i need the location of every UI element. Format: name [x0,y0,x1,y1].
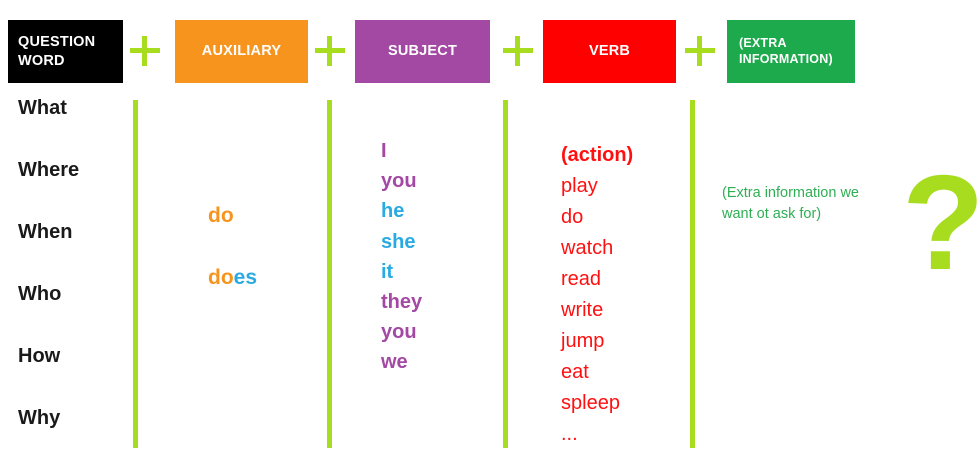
subject-item: they [381,290,423,313]
verb-item: read [561,268,602,290]
question-mark-icon: ? [902,147,980,298]
category-box-auxiliary: AUXILIARY [175,20,308,83]
category-box-subject: SUBJECT [355,20,490,83]
column-auxiliary: do does [208,205,323,329]
verb-item: do [561,206,584,228]
category-box-question-word: QUESTION WORD [8,20,123,83]
category-label-subject: SUBJECT [387,43,458,60]
question-word-item: How [18,345,61,367]
auxiliary-does-suffix: es [233,266,258,289]
plus-icon-1 [130,36,160,66]
category-box-extra-information: (EXTRA INFORMATION) [727,20,855,83]
column-divider-1 [133,100,138,448]
extra-information-note: (Extra information we want ot ask for) [722,185,859,223]
verb-item: eat [561,361,589,383]
verb-item: jump [561,330,605,352]
column-divider-4 [690,100,695,448]
category-box-verb: VERB [543,20,676,83]
subject-item: he [381,200,405,223]
plus-icon-3 [503,36,533,66]
category-label-auxiliary: AUXILIARY [201,43,282,60]
column-question-words: What Where When Who How Why [18,98,128,466]
question-word-item: Where [18,159,80,181]
question-word-item: Who [18,283,62,305]
category-label-verb: VERB [588,43,631,60]
subject-item: I [381,140,387,162]
plus-icon-2 [315,36,345,66]
column-divider-3 [503,100,508,448]
subject-item: she [381,230,416,253]
auxiliary-item-does: does [208,267,323,288]
verb-item: ... [561,423,578,445]
subject-item: you [381,170,417,193]
auxiliary-item-do: do [208,205,323,226]
subject-item: we [381,351,408,374]
category-label-question-word: QUESTION WORD [18,34,96,69]
question-word-item: When [18,221,73,243]
category-label-extra-information: (EXTRA INFORMATION) [739,35,833,66]
verb-item: (action) [561,144,634,166]
subject-item: you [381,321,417,344]
column-verbs: (action) play do watch read write jump e… [561,140,686,450]
column-subjects: I you he she it they you we [381,136,496,378]
column-divider-2 [327,100,332,448]
verb-item: watch [561,237,614,259]
plus-icon-4 [685,36,715,66]
auxiliary-do-text: do [208,204,234,227]
verb-item: spleep [561,392,620,414]
verb-item: play [561,175,598,197]
question-word-item: What [18,97,67,119]
auxiliary-does-stem: do [208,266,234,289]
subject-item: it [381,260,394,283]
question-word-item: Why [18,407,61,429]
verb-item: write [561,299,604,321]
